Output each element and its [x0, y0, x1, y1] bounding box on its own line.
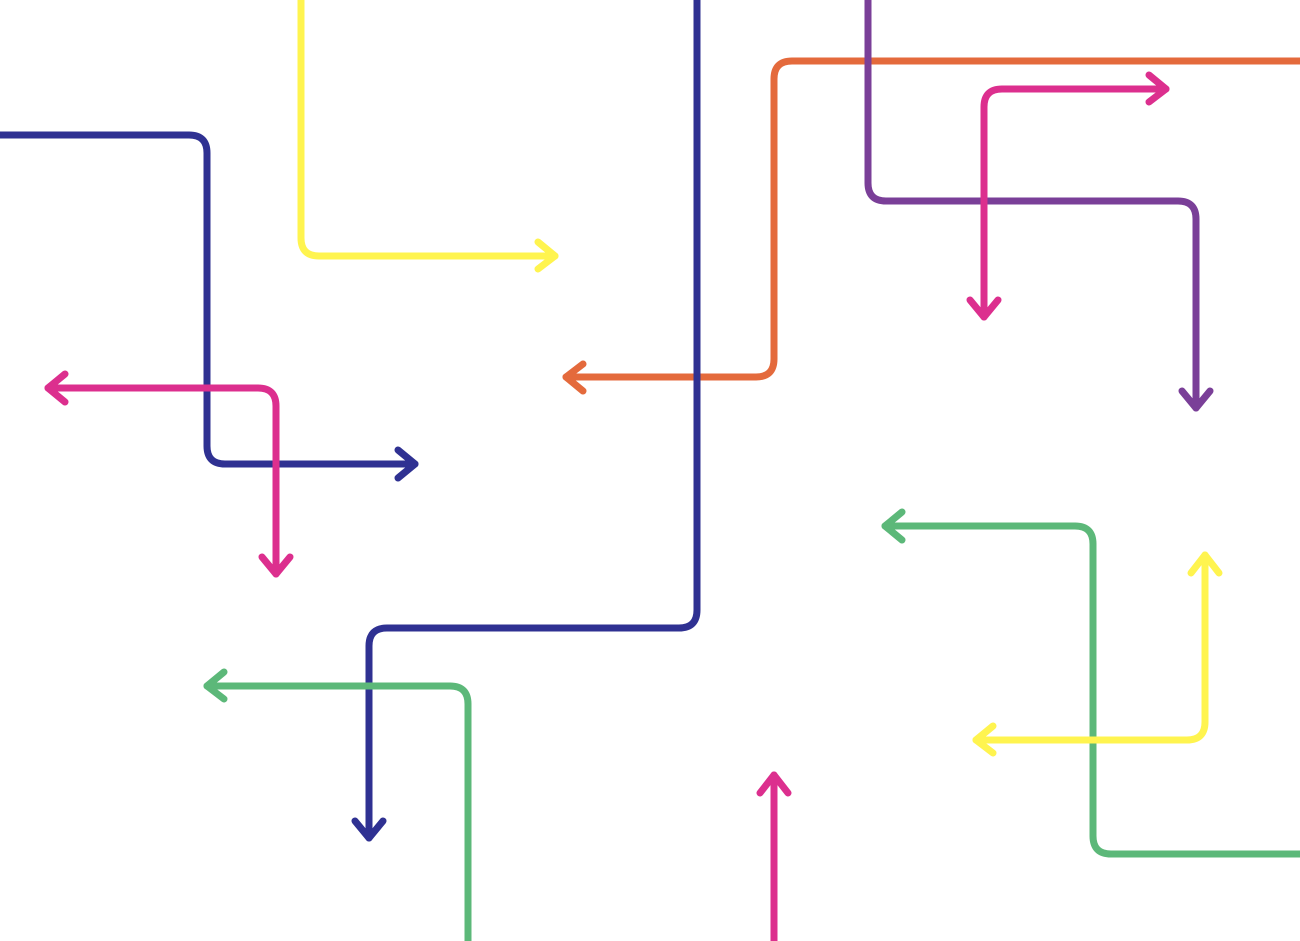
yellow-arrow-top: [297, 0, 559, 273]
yellow-arrow-right-head-up: [1187, 551, 1223, 577]
purple-arrow: [864, 0, 1214, 412]
navy-arrow-left-head: [394, 446, 419, 482]
magenta-arrow-bottom: [756, 771, 792, 941]
navy-arrow-left-shaft: [0, 131, 419, 468]
magenta-arrow-left: [44, 370, 294, 578]
yellow-arrow-right-head-left: [972, 722, 997, 757]
green-arrow-right-head: [881, 508, 906, 544]
magenta-arrow-top-right-head-right: [1145, 71, 1170, 106]
magenta-arrow-top-right-head-down: [966, 296, 1002, 321]
navy-arrow-center-head: [351, 817, 387, 842]
orange-arrow-shaft: [562, 57, 1300, 381]
magenta-arrow-bottom-head: [756, 771, 792, 797]
navy-arrow-center: [351, 0, 701, 842]
yellow-arrow-right: [972, 551, 1223, 757]
magenta-arrow-top-right: [966, 71, 1170, 321]
navy-arrow-left: [0, 131, 419, 482]
yellow-arrow-right-shaft: [972, 551, 1209, 744]
magenta-arrow-left-shaft: [44, 384, 280, 578]
purple-arrow-shaft: [864, 0, 1200, 412]
navy-arrow-center-shaft: [365, 0, 701, 842]
yellow-arrow-top-shaft: [297, 0, 559, 260]
green-arrow-left-shaft: [203, 682, 472, 941]
green-arrow-right-shaft: [881, 522, 1300, 858]
magenta-arrow-left-head-down: [258, 553, 294, 578]
magenta-arrow-top-right-shaft: [980, 85, 1170, 321]
purple-arrow-head: [1178, 387, 1214, 412]
yellow-arrow-top-head: [534, 238, 559, 273]
magenta-arrow-left-head-left: [44, 370, 69, 406]
green-arrow-right: [881, 508, 1300, 858]
orange-arrow-head: [562, 360, 587, 395]
green-arrow-left: [203, 668, 472, 941]
green-arrow-left-head: [203, 668, 228, 703]
orange-arrow: [562, 57, 1300, 395]
